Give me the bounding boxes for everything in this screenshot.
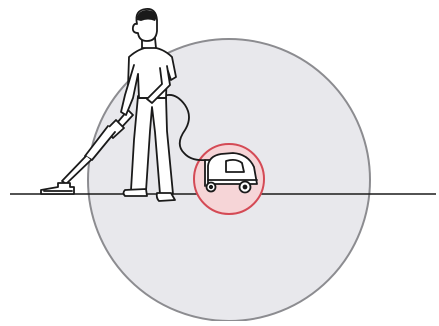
vacuum-noise-illustration (0, 0, 439, 321)
illustration-canvas (0, 0, 439, 321)
